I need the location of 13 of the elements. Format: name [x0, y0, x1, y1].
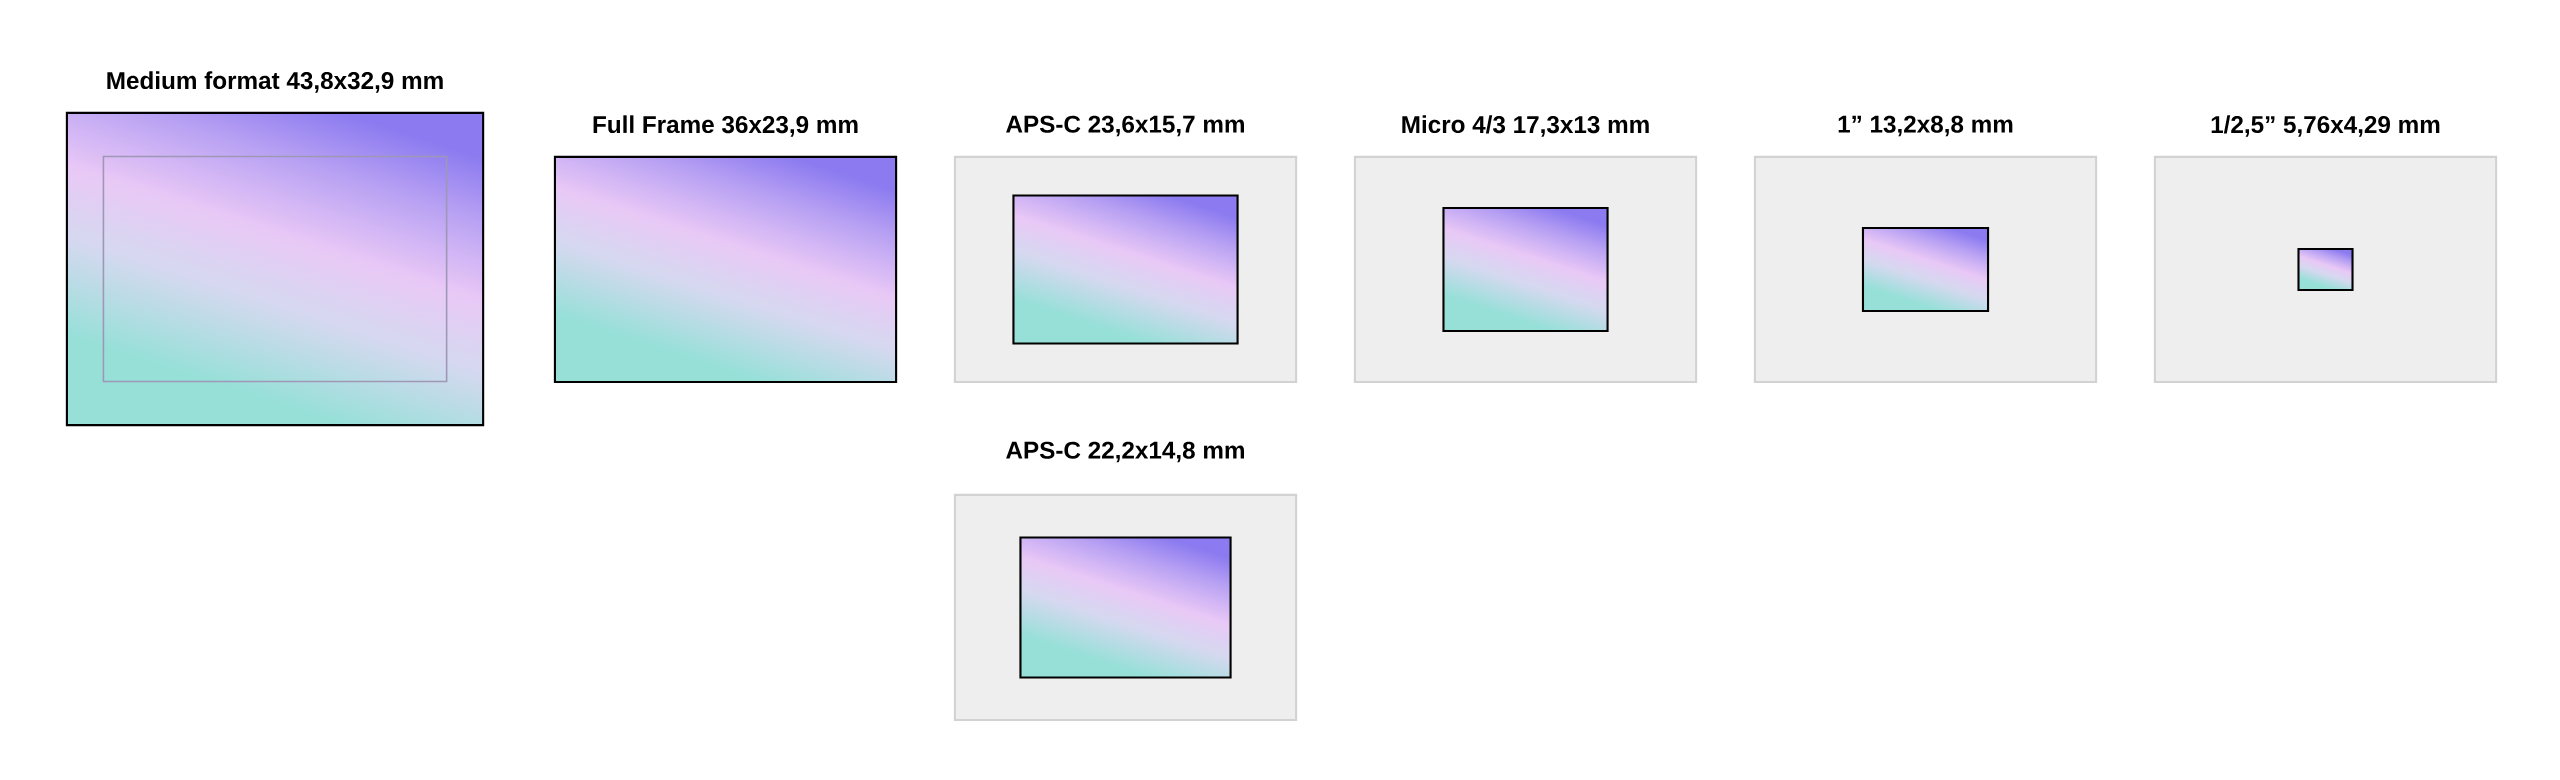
heading: Micro 4/3 17,3x13 mm: [1402, 115, 1649, 137]
heading: 1” 13,2x8,8 mm: [1838, 115, 2013, 137]
heading: APS-C 23,6x15,7 mm: [1006, 115, 1244, 137]
heading: APS-C 22,2x14,8 mm: [1006, 441, 1244, 463]
sensor-rectangle: [1861, 226, 1990, 313]
heading: Medium format 43,8x32,9 mm: [107, 71, 443, 93]
heading: 1/2,5” 5,76x4,29 mm: [2211, 115, 2440, 137]
sensor-rectangle: [1442, 206, 1609, 333]
frame-outline: [102, 155, 448, 383]
sensor-rectangle: [1019, 536, 1232, 679]
sensor-rectangle: [2297, 247, 2354, 292]
heading: Full Frame 36x23,9 mm: [593, 115, 858, 137]
sensor-rectangle: [1012, 194, 1239, 345]
